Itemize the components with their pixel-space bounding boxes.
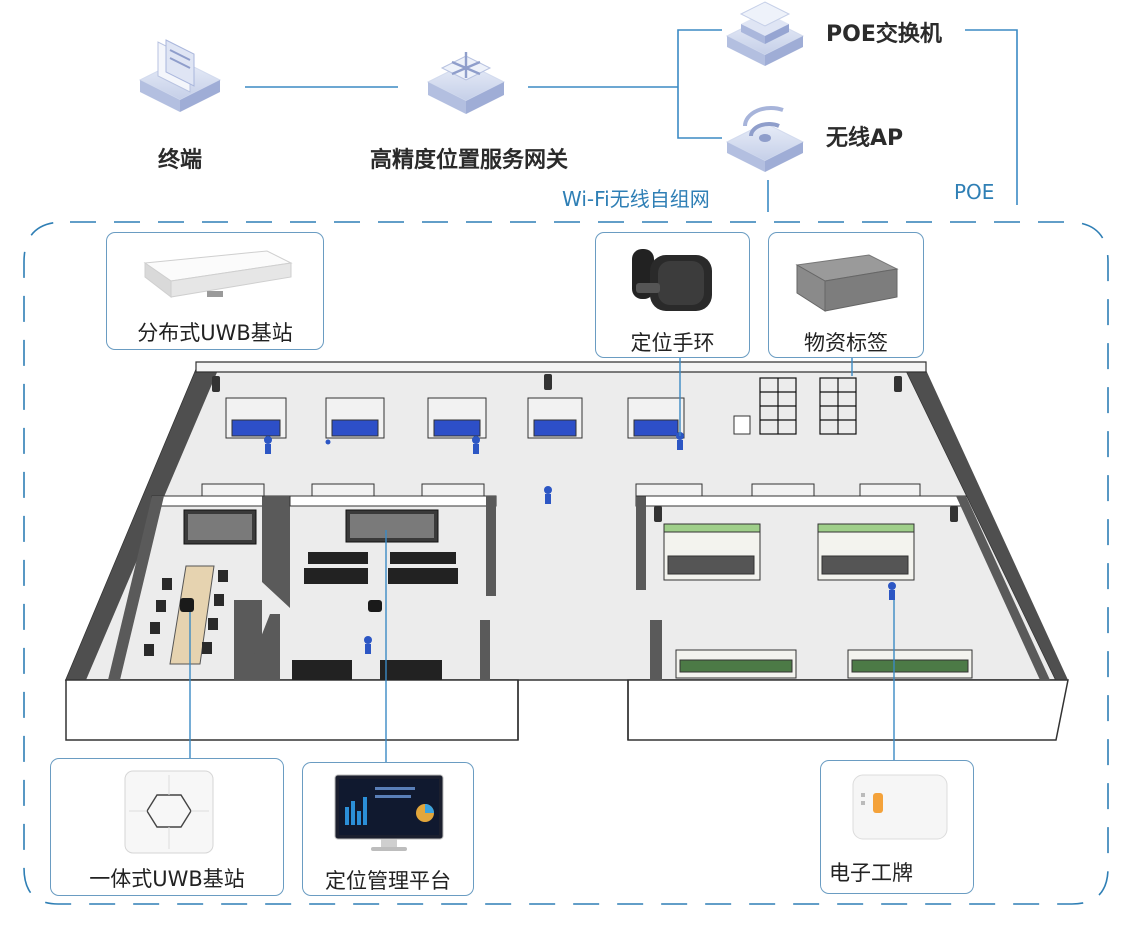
wireless-ap-icon [725,105,805,172]
monitor-icon [334,774,444,851]
asset-tag-label: 物资标签 [804,331,888,355]
card-platform: 定位管理平台 [302,762,474,896]
network-lines [245,29,1018,212]
gateway-icon [426,52,506,114]
card-badge: 电子工牌 [820,760,974,894]
wristband-label: 定位手环 [630,331,715,355]
wristband-icon [632,249,712,311]
card-distributed-uwb: 分布式UWB基站 [106,232,324,350]
asset-tag-icon [795,254,899,312]
leader-lines [189,358,895,762]
wireless-ap-label: 无线AP [826,126,904,151]
terminal-label: 终端 [158,148,203,173]
card-asset-tag: 物资标签 [768,232,924,358]
card-wristband: 定位手环 [595,232,750,358]
distributed-uwb-label: 分布式UWB基站 [137,321,293,345]
card-integrated-uwb: 一体式UWB基站 [50,758,284,896]
distributed-uwb-icon [143,250,293,299]
wifi-mesh-label: Wi-Fi无线自组网 [562,187,710,211]
terminal-icon [138,39,222,112]
dashed-frame [23,221,1109,905]
platform-label: 定位管理平台 [325,869,451,893]
poe-switch-label: POE交换机 [826,22,942,47]
gateway-label: 高精度位置服务网关 [370,148,569,173]
integrated-uwb-icon [124,770,214,854]
badge-icon [852,774,948,840]
switch-icon [725,1,805,66]
poe-label: POE [954,180,995,204]
floor-plan [64,361,1069,741]
badge-label: 电子工牌 [829,861,913,885]
integrated-uwb-label: 一体式UWB基站 [89,867,245,891]
